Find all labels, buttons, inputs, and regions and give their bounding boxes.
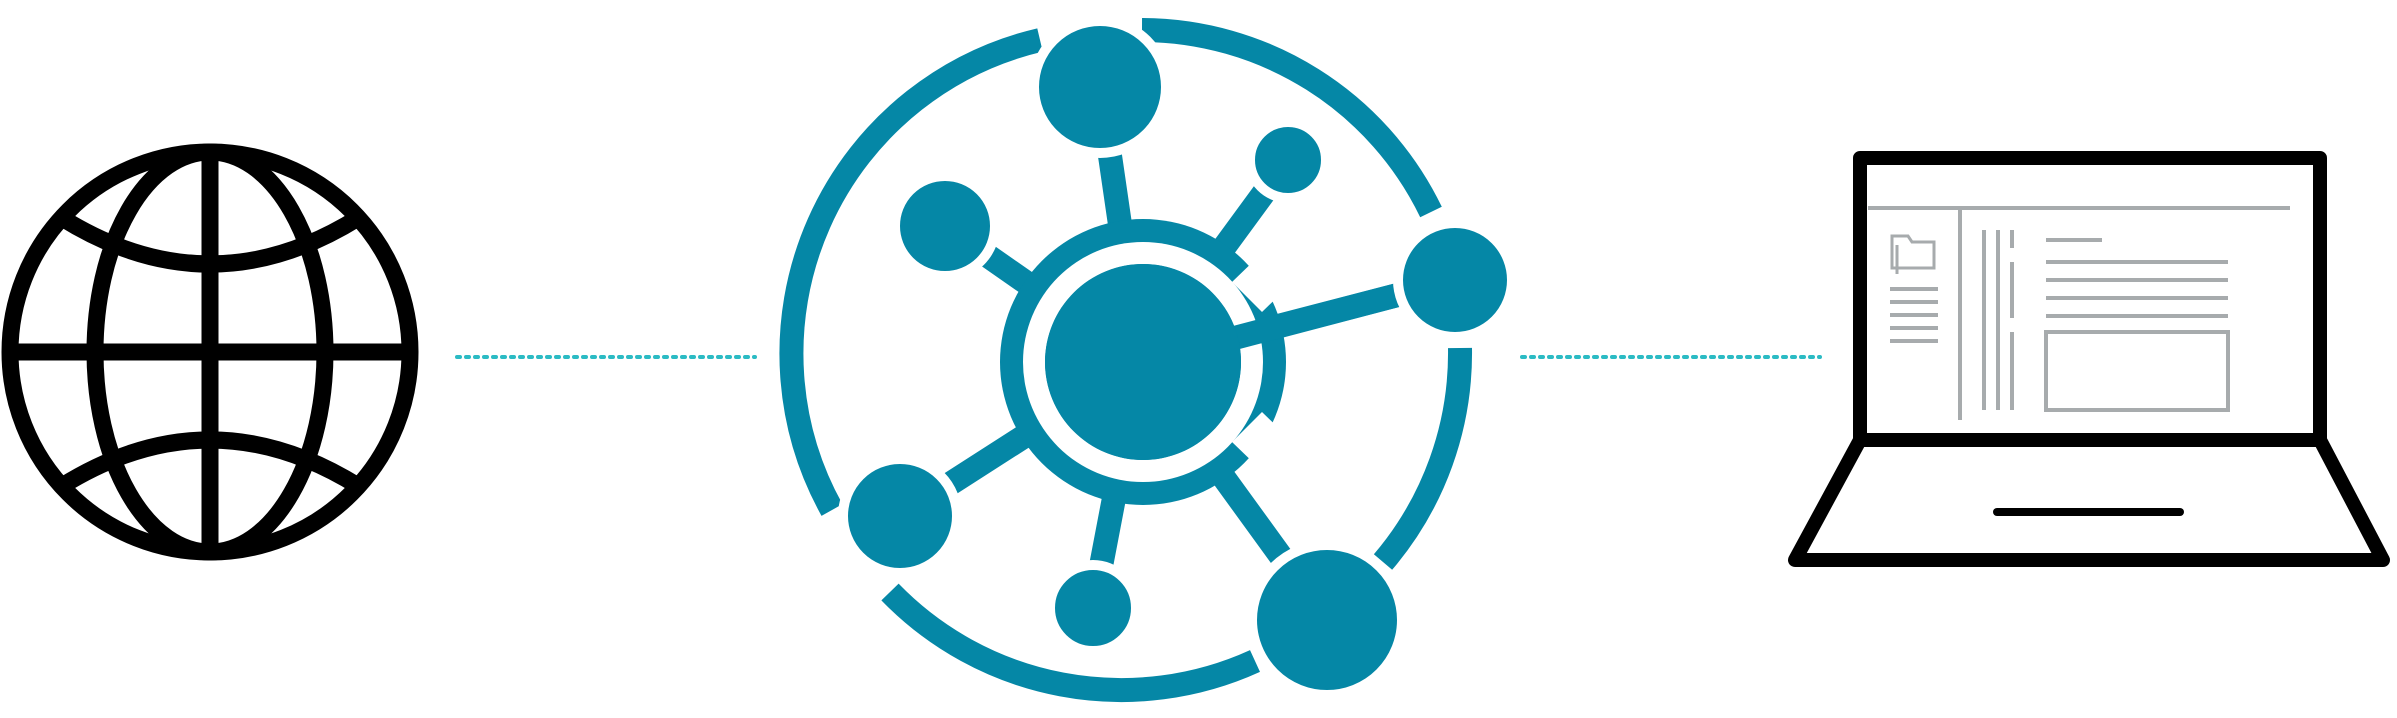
globe-icon bbox=[1, 143, 419, 561]
folder-icon bbox=[1890, 234, 1936, 270]
laptop-icon bbox=[1788, 151, 2390, 567]
network-hub-icon bbox=[779, 16, 1517, 702]
screen-content bbox=[1868, 206, 2290, 420]
